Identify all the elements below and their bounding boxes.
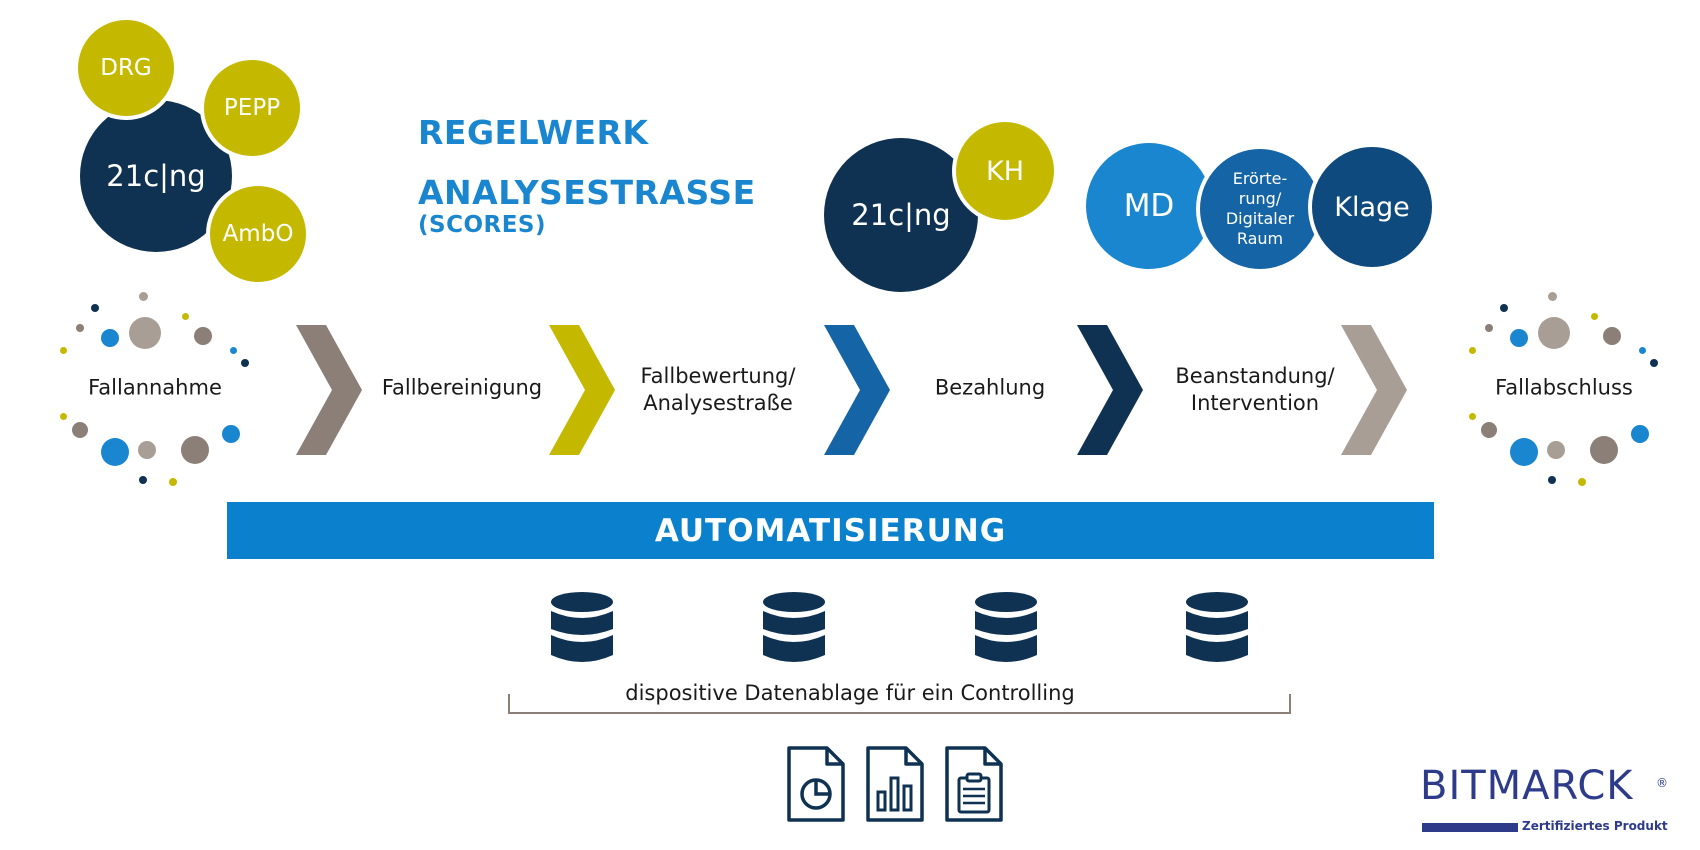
bar-chart-document-icon xyxy=(866,746,924,822)
decorative-dot xyxy=(229,346,237,354)
center-21cng-label: 21c|ng xyxy=(851,198,951,232)
storage-caption: dispositive Datenablage für ein Controll… xyxy=(625,681,1075,705)
decorative-dot xyxy=(91,304,99,312)
decorative-dot xyxy=(129,317,161,349)
automation-bar: AUTOMATISIERUNG xyxy=(227,502,1434,559)
decorative-dot xyxy=(1500,304,1508,312)
decorative-dot xyxy=(241,359,249,367)
decorative-dot xyxy=(1650,359,1658,367)
decorative-dot xyxy=(72,422,88,438)
decorative-dot xyxy=(1538,317,1570,349)
analysestrasse-heading: ANALYSESTRASSE xyxy=(418,173,756,212)
decorative-dot xyxy=(1481,422,1497,438)
decorative-dot xyxy=(1590,436,1618,464)
md-circle: MD xyxy=(1086,143,1212,269)
decorative-dot xyxy=(1578,478,1586,486)
pepp-label: PEPP xyxy=(223,95,281,121)
decorative-dot xyxy=(1468,412,1476,420)
chevron-arrow-4 xyxy=(1077,325,1143,455)
eroerterung-label: Erörte- rung/ Digitaler Raum xyxy=(1225,169,1295,248)
database-icon xyxy=(763,592,825,662)
stage-3-label: Bezahlung xyxy=(934,375,1046,400)
decorative-dot xyxy=(59,346,67,354)
stage-2-label: Fallbewertung/ Analysestraße xyxy=(640,364,796,415)
logo-underline xyxy=(1422,823,1518,832)
decorative-dot xyxy=(59,412,67,420)
clipboard-document-icon xyxy=(945,746,1003,822)
klage-label: Klage xyxy=(1334,191,1410,223)
decorative-dot xyxy=(169,478,177,486)
logo-tagline: Zertifiziertes Produkt xyxy=(1522,819,1668,833)
stage-4-label: Beanstandung/ Intervention xyxy=(1175,364,1335,415)
decorative-dot xyxy=(1468,346,1476,354)
scores-subheading: (SCORES) xyxy=(418,212,547,238)
eroerterung-circle: Erörte- rung/ Digitaler Raum xyxy=(1196,145,1324,273)
automation-label: AUTOMATISIERUNG xyxy=(654,512,1007,549)
decorative-dot xyxy=(1547,291,1557,301)
storage-bracket xyxy=(508,694,1291,714)
database-icon xyxy=(1186,592,1248,662)
pepp-circle: PEPP xyxy=(200,56,304,160)
ambo-circle: AmbO xyxy=(206,182,310,286)
registered-mark: ® xyxy=(1656,776,1668,790)
decorative-dot xyxy=(101,329,119,347)
stage-start-label: Fallannahme xyxy=(88,375,222,400)
decorative-dot xyxy=(1590,312,1598,320)
decorative-dot xyxy=(139,476,147,484)
decorative-dot xyxy=(101,438,129,466)
md-label: MD xyxy=(1123,188,1175,224)
decorative-dot xyxy=(222,425,240,443)
decorative-dot xyxy=(1547,441,1565,459)
stage-end-label: Fallabschluss xyxy=(1495,375,1633,400)
drg-label: DRG xyxy=(100,55,152,81)
chevron-arrow-1 xyxy=(296,325,362,455)
decorative-dot xyxy=(181,312,189,320)
decorative-dot xyxy=(1485,324,1493,332)
chevron-arrow-5 xyxy=(1341,325,1407,455)
decorative-dot xyxy=(138,291,148,301)
decorative-dot xyxy=(1638,346,1646,354)
database-icon xyxy=(551,592,613,662)
chevron-arrow-2 xyxy=(549,325,615,455)
decorative-dot xyxy=(1603,327,1621,345)
database-icon xyxy=(975,592,1037,662)
decorative-dot xyxy=(194,327,212,345)
pie-chart-document-icon xyxy=(787,746,845,822)
decorative-dot xyxy=(1510,438,1538,466)
bitmarck-logo: BITMARCK xyxy=(1420,763,1634,809)
ambo-label: AmbO xyxy=(222,221,294,247)
stage-1-label: Fallbereinigung xyxy=(381,375,543,400)
decorative-dot xyxy=(1631,425,1649,443)
kh-circle: KH xyxy=(952,118,1058,224)
chevron-arrow-3 xyxy=(824,325,890,455)
decorative-dot xyxy=(1548,476,1556,484)
center-21cng-circle: 21c|ng xyxy=(824,138,978,292)
klage-circle: Klage xyxy=(1308,143,1436,271)
decorative-dot xyxy=(181,436,209,464)
left-21cng-label: 21c|ng xyxy=(106,159,206,193)
decorative-dot xyxy=(76,324,84,332)
drg-circle: DRG xyxy=(74,16,178,120)
decorative-dot xyxy=(1510,329,1528,347)
kh-label: KH xyxy=(985,155,1024,187)
decorative-dot xyxy=(138,441,156,459)
regelwerk-heading: REGELWERK xyxy=(418,113,649,152)
